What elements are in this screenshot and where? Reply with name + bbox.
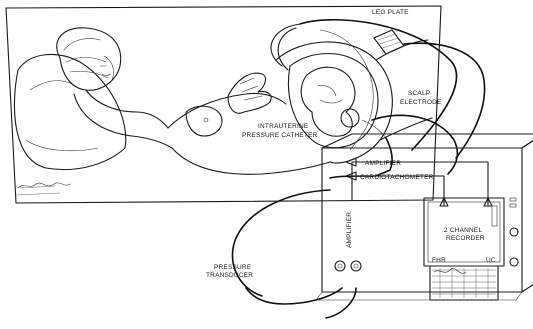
label-cardiotachometer: CARDIOTACHOMETER: [360, 174, 434, 181]
label-leg-plate: LEG PLATE: [372, 9, 409, 16]
label-amplifier-vertical: AMPLIFIER: [346, 212, 353, 248]
label-fhr: FHR: [432, 257, 446, 264]
leg-plate: [374, 30, 404, 54]
label-electrode: ELECTRODE: [400, 99, 442, 106]
recorder-panel: [424, 198, 504, 300]
label-pressure: PRESSURE: [214, 264, 252, 271]
label-transducer: TRANSDUCER: [206, 272, 253, 279]
artist-signature: [18, 183, 70, 188]
patient-figure: [57, 28, 432, 174]
label-uc: UC: [486, 257, 496, 264]
cables: [232, 20, 484, 318]
label-amplifier-top: AMPLIFIER: [365, 160, 401, 167]
label-recorder-line1: 2 CHANNEL: [444, 227, 482, 234]
label-scalp: SCALP: [408, 90, 430, 97]
label-recorder-line2: RECORDER: [446, 235, 485, 242]
label-intrauterine: INTRAUTERINE: [258, 123, 309, 130]
label-pressure-catheter: PRESSURE CATHETER: [242, 132, 318, 139]
